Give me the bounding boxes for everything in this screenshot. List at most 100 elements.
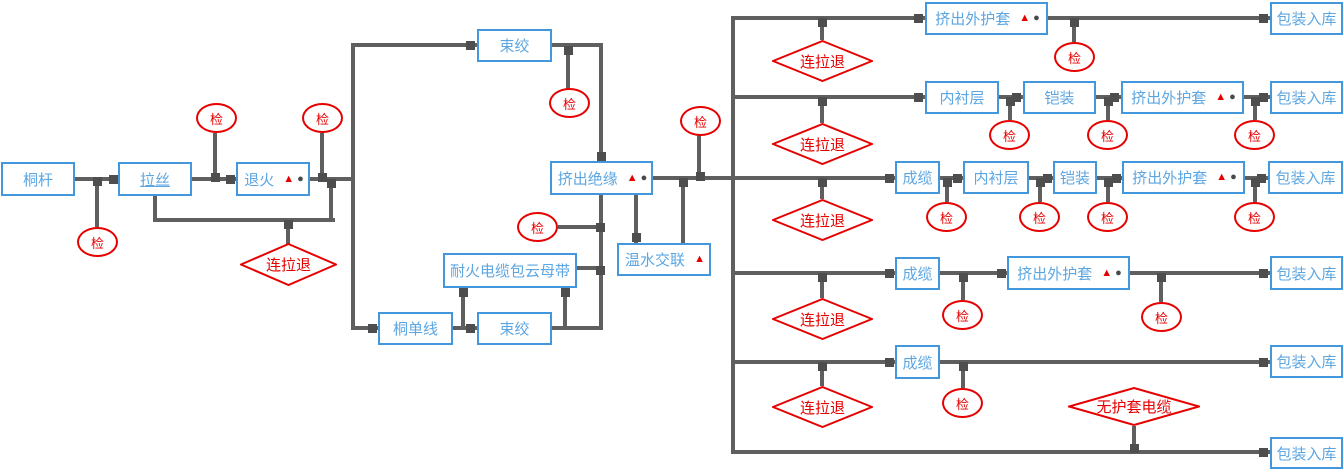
arrow-marker	[632, 233, 641, 242]
process-box-label: 成缆	[902, 266, 933, 283]
arrow-marker	[1043, 174, 1052, 183]
process-box-tuihuo: 退火▲●	[236, 162, 310, 196]
connector-line	[599, 195, 603, 330]
process-box-label: 退火	[244, 171, 275, 189]
inspection-circle-17: 检	[942, 388, 983, 418]
arrow-marker	[885, 269, 894, 278]
connector-line	[731, 16, 927, 20]
process-box-tonggan: 桐杆	[1, 162, 75, 196]
connector-line	[566, 47, 570, 89]
arrow-marker	[93, 177, 102, 186]
process-box-label: 铠装	[1044, 90, 1075, 107]
inspection-label: 检	[90, 235, 104, 251]
process-box-kaizhuang_r2: 铠装	[1023, 81, 1096, 114]
arrow-marker	[1257, 174, 1266, 183]
arrow-marker	[943, 178, 952, 187]
arrow-marker	[596, 223, 605, 232]
process-box-label: 拉丝	[139, 171, 170, 189]
inspection-label: 检	[1067, 50, 1081, 66]
connector-line	[351, 43, 479, 47]
inspection-label: 检	[315, 111, 329, 127]
diamond-label: 连拉退	[799, 212, 845, 230]
process-box-jcwht_r1: 挤出外护套▲●	[925, 2, 1048, 35]
connector-line	[563, 288, 567, 330]
arrow-marker	[959, 273, 968, 282]
connector-line	[1106, 99, 1110, 120]
decision-diamond-d7: 无护套电缆	[1068, 387, 1200, 426]
diamond-shape	[1068, 387, 1200, 426]
process-box-label: 束绞	[499, 321, 530, 338]
arrow-marker	[1012, 93, 1021, 102]
arrow-marker	[1157, 273, 1166, 282]
diamond-label: 无护套电缆	[1096, 399, 1172, 416]
arrow-marker	[914, 93, 923, 102]
connector-line	[95, 179, 99, 227]
process-box-label: 束绞	[499, 38, 530, 55]
process-box-label: 内衬层	[939, 90, 985, 107]
inspection-circle-14: 检	[1234, 202, 1275, 232]
inspection-label: 检	[1247, 210, 1261, 226]
triangle-marker-icon: ▲	[1215, 91, 1227, 103]
triangle-marker-icon: ▲	[694, 253, 705, 265]
process-box-label: 成缆	[902, 354, 933, 372]
process-box-label: 挤出外护套	[935, 11, 1011, 28]
connector-line	[820, 99, 824, 123]
connector-line	[940, 271, 1009, 275]
process-box-neichen_r2: 内衬层	[925, 81, 999, 114]
inspection-label: 检	[1002, 128, 1016, 144]
process-box-bzrk_r6: 包装入库	[1270, 437, 1343, 469]
arrow-marker	[1070, 18, 1079, 27]
process-box-label: 包装入库	[1276, 90, 1337, 107]
arrow-marker	[597, 152, 606, 161]
connector-line	[155, 218, 335, 222]
process-box-label: 桐单线	[392, 321, 438, 338]
connector-line	[1130, 271, 1272, 275]
diamond-label: 连拉退	[265, 257, 311, 274]
connector-line	[329, 179, 333, 222]
process-box-bzrk_r2: 包装入库	[1270, 81, 1343, 114]
arrow-marker	[885, 174, 894, 183]
arrow-marker	[1251, 178, 1260, 187]
connector-line	[961, 275, 965, 300]
inspection-label: 检	[693, 114, 707, 130]
inspection-circle-6: 检	[680, 106, 721, 136]
decision-diamond-d5: 连拉退	[772, 298, 873, 340]
inspection-circle-15: 检	[942, 300, 983, 330]
inspection-label: 检	[1100, 210, 1114, 226]
connector-line	[820, 364, 824, 386]
process-box-naihuo: 耐火电缆包云母带	[443, 253, 577, 288]
process-box-label: 包装入库	[1275, 170, 1336, 187]
arrow-marker	[818, 362, 827, 371]
inspection-circle-9: 检	[1087, 120, 1128, 150]
arrow-marker	[1259, 93, 1268, 102]
process-box-tongdanxian: 桐单线	[378, 312, 453, 345]
inspection-label: 检	[1247, 128, 1261, 144]
inspection-label: 检	[1100, 128, 1114, 144]
inspection-circle-3: 检	[302, 103, 343, 133]
connector-line	[577, 266, 603, 270]
arrow-marker	[459, 288, 468, 297]
inspection-label: 检	[1154, 310, 1168, 326]
process-box-jcwht_r2: 挤出外护套▲●	[1121, 81, 1244, 114]
arrow-marker	[1259, 448, 1268, 457]
dot-marker-icon: ●	[1229, 91, 1236, 103]
inspection-circle-16: 检	[1141, 302, 1182, 332]
triangle-marker-icon: ▲	[1216, 171, 1228, 183]
dot-marker-icon: ●	[640, 171, 648, 184]
process-box-label: 温水交联	[625, 252, 686, 269]
process-box-label: 挤出绝缘	[557, 170, 618, 188]
arrow-marker	[226, 175, 235, 184]
arrow-marker	[318, 173, 327, 182]
arrow-marker	[109, 175, 118, 184]
process-box-neichen_r3: 内衬层	[963, 161, 1029, 194]
inspection-circle-13: 检	[1087, 202, 1128, 232]
arrow-marker	[1251, 97, 1260, 106]
process-box-label: 桐杆	[22, 171, 53, 189]
dot-marker-icon: ●	[1230, 171, 1237, 183]
connector-line	[1253, 180, 1257, 202]
connector-line	[731, 271, 897, 275]
arrow-marker	[1104, 97, 1113, 106]
arrow-marker	[818, 97, 827, 106]
connector-line	[558, 225, 603, 229]
diamond-shape	[772, 199, 873, 241]
